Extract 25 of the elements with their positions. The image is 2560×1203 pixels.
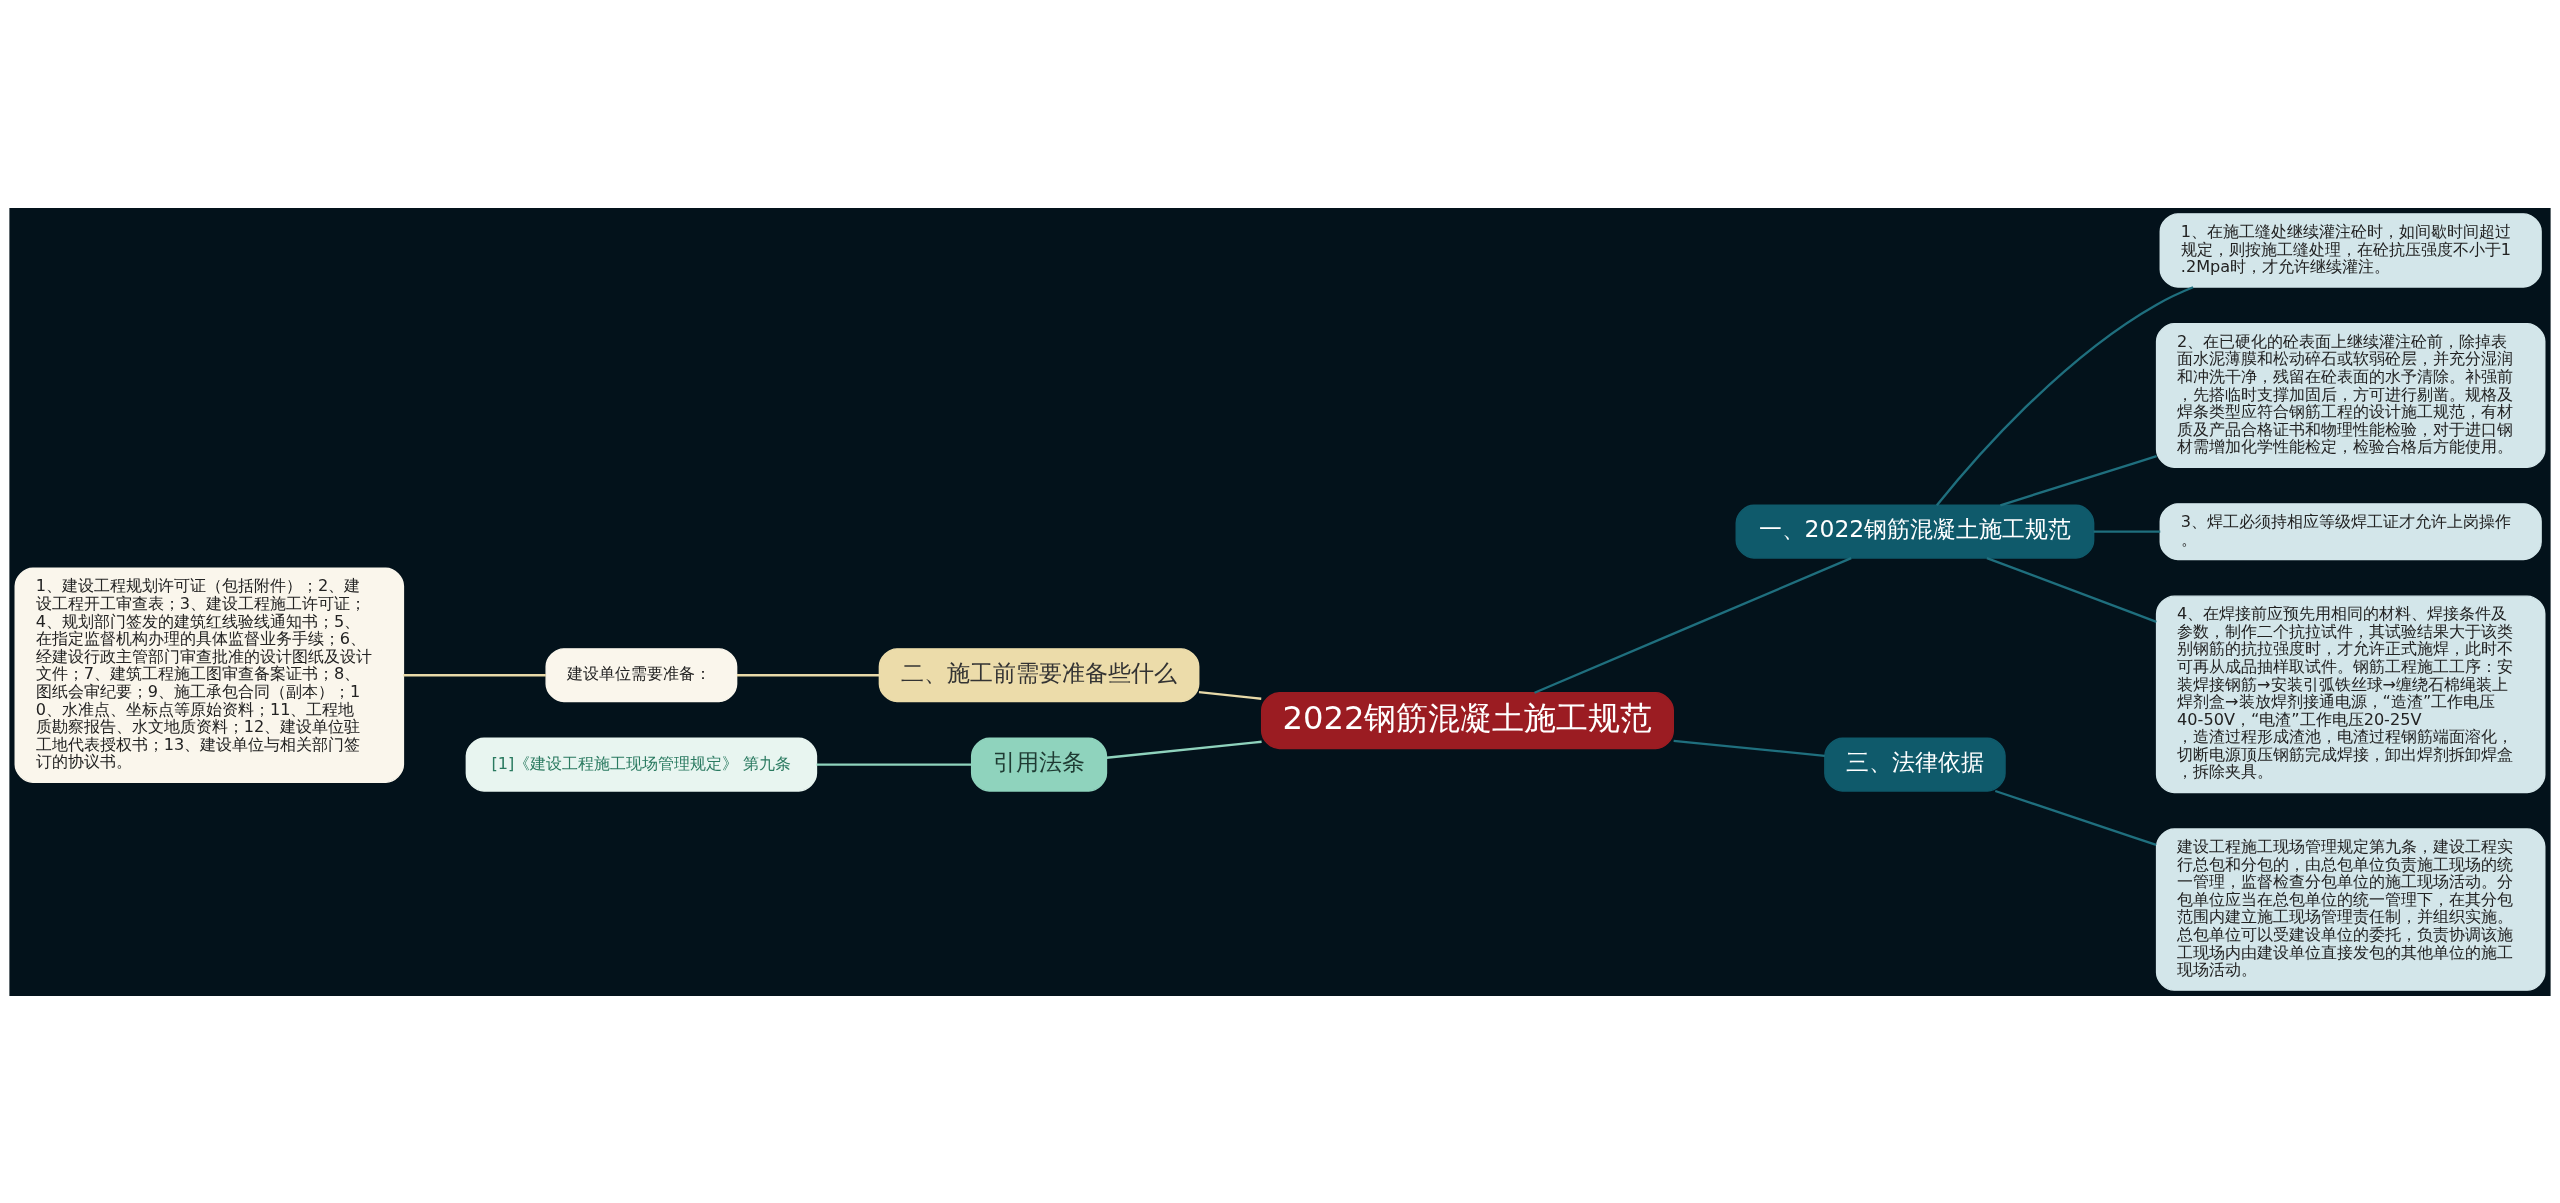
- connector: [816, 762, 972, 766]
- connector: [736, 673, 880, 676]
- node-box: 2、在已硬化的砼表面上继续灌注砼前，除掉表面水泥薄膜和松动碎石或软弱砼层，并充分湿润和冲洗干净，残留在砼表面的水予清除。补强前，先搭临时支撑加固后，方可进行剔凿。规格及焊条类型应符合钢筋工程的设计施工规范，有材质及产品合格证书和物理性能检验，对于进口钢材需增加化学性能检定，检验合格后方能使用。: [2155, 322, 2546, 468]
- connector: [1935, 285, 2194, 506]
- connector: [403, 673, 546, 676]
- node-box: 3、焊工必须持相应等级焊工证才允许上岗操作。: [2159, 502, 2542, 560]
- connector: [2093, 530, 2161, 533]
- node-box: [1]《建设工程施工现场管理规定》 第九条: [465, 737, 818, 792]
- node-box: 4、在焊接前应预先用相同的材料、焊接条件及参数，制作二个抗拉试件，其试验结果大于该类别钢筋的抗拉强度时，才允许正式施焊，此时不可再从成品抽样取试件。钢筋工程施工工序：安装焊接钢筋→安装引弧铁丝球→缠绕石棉绳装上焊剂盒→装放焊剂接通电源，“造渣”工作电压40-50V，“电渣”工作电压20-25V，造渣过程形成渣池，电渣过程钢筋端面溶化，切断电源顶压钢筋完成焊接，卸出焊剂拆卸焊盒，拆除夹具。: [2155, 594, 2546, 793]
- node-box: 一、2022钢筋混凝土施工规范: [1735, 504, 2095, 559]
- node-box: 2022钢筋混凝土施工规范: [1260, 691, 1674, 749]
- node-box: 建设工程施工现场管理规定第九条，建设工程实行总包和分包的，由总包单位负责施工现场的统一管理，监督检查分包单位的施工现场活动。分包单位应当在总包单位的统一管理下，在其分包范围内建立施工现场管理责任制，并组织实施。总包单位可以受建设单位的委托，负责协调该施工现场内由建设单位直接发包的其他单位的施工现场活动。: [2155, 827, 2546, 991]
- connector: [1986, 556, 2157, 623]
- node-box: 引用法条: [970, 737, 1108, 792]
- node-box: 三、法律依据: [1824, 737, 2006, 792]
- node-box: 1、在施工缝处继续灌注砼时，如间歇时间超过规定，则按施工缝处理，在砼抗压强度不小于1.2Mpa时，才允许继续灌注。: [2159, 212, 2542, 288]
- node-box: 1、建设工程规划许可证（包括附件）；2、建设工程开工审查表；3、建设工程施工许可证；4、规划部门签发的建筑红线验线通知书；5、在指定监督机构办理的具体监督业务手续；6、经建设行政主管部门审查批准的设计图纸及设计文件；7、建筑工程施工图审查备案证书；8、图纸会审纪要；9、施工承包合同（副本）；10、水准点、坐标点等原始资料；11、工程地质勘察报告、水文地质资料；12、建设单位驻工地代表授权书；13、建设单位与相关部门签订的协议书。: [14, 567, 405, 783]
- node-box: 建设单位需要准备：: [545, 647, 738, 702]
- connector: [1198, 690, 1262, 700]
- node-box: 二、施工前需要准备些什么: [878, 647, 1200, 702]
- connector: [1106, 740, 1262, 759]
- connector: [2000, 454, 2157, 506]
- connector: [1994, 789, 2157, 846]
- connector: [1534, 556, 1852, 694]
- connector: [1673, 739, 1825, 757]
